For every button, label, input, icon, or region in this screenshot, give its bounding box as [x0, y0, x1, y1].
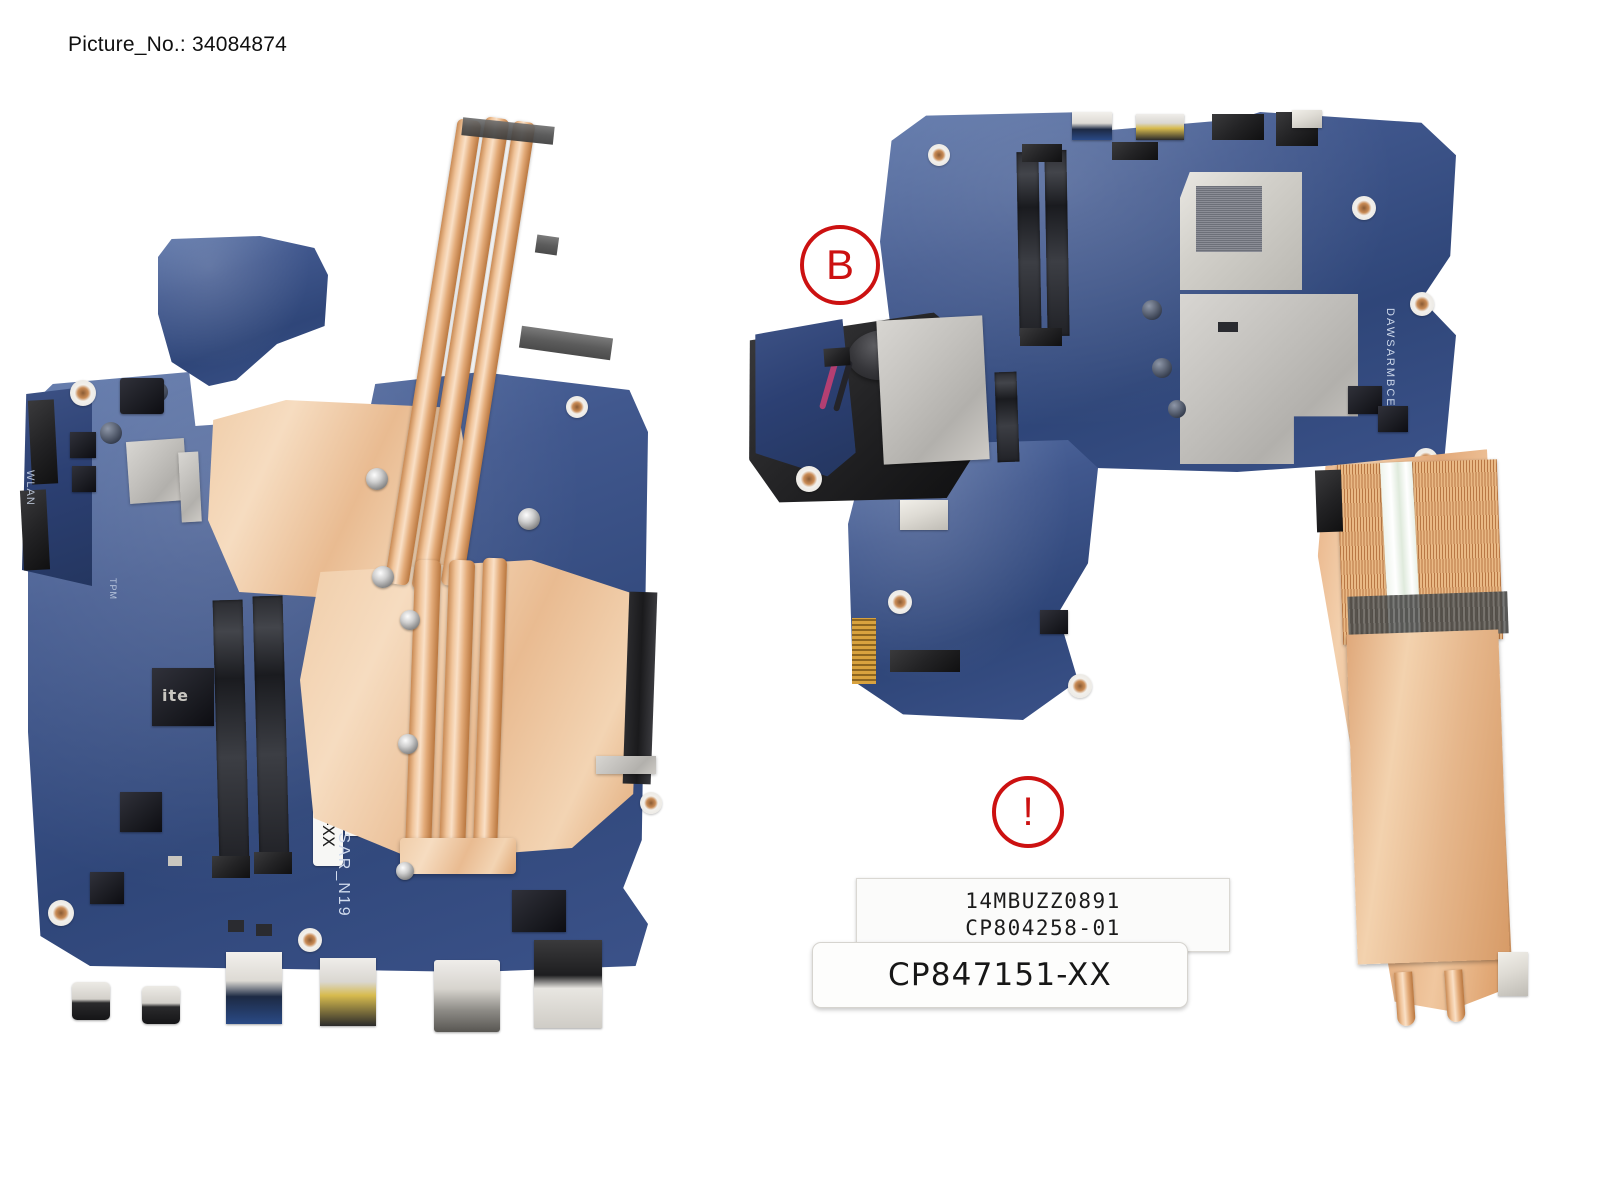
identification-label-code: CP804258-01	[965, 916, 1121, 940]
mounting-hole-left-top	[70, 380, 96, 406]
dimm-clip-right-2	[1020, 328, 1062, 346]
right-top-connector-1	[1212, 114, 1264, 140]
right-heatsink-pipe-tip-1	[1394, 971, 1416, 1027]
vga-port	[434, 960, 500, 1032]
right-board-hole-4	[888, 590, 912, 614]
right-board-shield-left	[876, 315, 990, 465]
mosfet-group-left-2	[72, 466, 96, 492]
usb-c-port-1	[72, 982, 110, 1020]
right-heatsink-base-plate	[1346, 629, 1510, 965]
ssd-m2-socket	[890, 650, 960, 672]
right-board-hole-5	[1068, 674, 1092, 698]
right-board-hole-6	[928, 144, 950, 166]
so-dimm-slot-right-1	[1016, 151, 1042, 337]
right-board-chip-2	[1378, 406, 1408, 432]
smd-cluster-1	[228, 920, 244, 932]
sim-tray-slot	[900, 500, 948, 530]
smd-cluster-3	[168, 856, 182, 866]
flash-chip-left	[120, 792, 162, 832]
heatsink-screw-6	[396, 862, 414, 880]
fpc-gold-fingers	[852, 618, 876, 684]
battery-connector	[823, 347, 851, 367]
ite-chip-marking: ite	[162, 686, 189, 705]
docking-connector-bracket	[596, 756, 656, 774]
identification-label-lower: CP847151-XX	[812, 942, 1188, 1008]
heatsink-screw-1	[366, 468, 388, 490]
heatsink-screw-5	[398, 734, 418, 754]
m2-wlan-slot	[27, 399, 59, 485]
mosfet-group-left-1	[70, 432, 96, 458]
dimm-clip-right-1	[1022, 144, 1062, 162]
right-top-connector-3	[1292, 110, 1322, 128]
dimm-clip-right-3	[1112, 142, 1158, 160]
heatsink-screw-2	[518, 508, 540, 530]
right-board-chip-1	[1348, 386, 1382, 414]
hdmi-port	[320, 958, 376, 1026]
picture-number-caption: Picture_No.: 34084874	[68, 33, 288, 56]
heat-pipe-tape-mid	[518, 325, 614, 361]
right-heatsink-mount-tab	[1314, 469, 1344, 533]
wwan-connector	[994, 371, 1020, 463]
right-board-hole-2	[1410, 292, 1434, 316]
right-heatsink-white-connector	[1498, 952, 1528, 996]
annotation-circle-b: B	[800, 225, 880, 305]
right-hdmi-port	[1136, 114, 1184, 140]
mounting-hole-left-bottom-2	[298, 928, 322, 952]
heat-pipe-tape-small	[534, 234, 560, 256]
ite-ec-chip	[152, 668, 214, 726]
heat-pipe-end-block	[400, 838, 516, 874]
right-heatsink-pipe-tip-2	[1444, 969, 1466, 1023]
electrolytic-cap-1	[100, 422, 122, 444]
right-board-cap-2	[1152, 358, 1172, 378]
mounting-hole-left-bottom	[48, 900, 74, 926]
identification-label-part-number: CP847151-XX	[888, 957, 1112, 993]
right-board-cap-1	[1142, 300, 1162, 320]
rj45-port	[534, 940, 602, 1028]
cpu-socket-pins	[1196, 186, 1262, 252]
bracket-left	[178, 451, 202, 523]
right-board-hole-1	[1352, 196, 1376, 220]
lan-controller-chip	[512, 890, 566, 932]
dc-in-connector	[120, 378, 164, 414]
silkscreen-board-revision: DAWSARMBCE0	[1384, 308, 1396, 416]
mounting-hole-left-mid	[566, 396, 588, 418]
right-board-cap-3	[1168, 400, 1186, 418]
m2-secondary-slot	[19, 489, 51, 571]
annotation-b-letter: B	[825, 241, 854, 288]
mounting-hole-left-lower	[640, 792, 662, 814]
dimm-latch-1	[212, 856, 250, 878]
power-inductor-left	[90, 872, 124, 904]
identification-label-serial: 14MBUZZ0891	[965, 889, 1121, 914]
heatsink-screw-4	[400, 610, 420, 630]
dimm-latch-2	[254, 852, 292, 874]
smd-cluster-2	[256, 924, 272, 936]
heatsink-screw-3	[372, 566, 394, 588]
identification-label-upper: 14MBUZZ0891 CP804258-01	[856, 878, 1230, 952]
shield-smd-marking	[1218, 322, 1238, 332]
annotation-warning-glyph: !	[1022, 789, 1034, 834]
left-board-upper-wing	[158, 236, 328, 386]
usb-a-port	[226, 952, 282, 1024]
annotation-circle-warning: !	[992, 776, 1064, 848]
right-board-chip-3	[1040, 610, 1068, 634]
so-dimm-slot-right-2	[1044, 149, 1070, 337]
right-usb-port	[1072, 112, 1112, 140]
right-board-hole-shield	[796, 466, 822, 492]
usb-c-port-2	[142, 986, 180, 1024]
